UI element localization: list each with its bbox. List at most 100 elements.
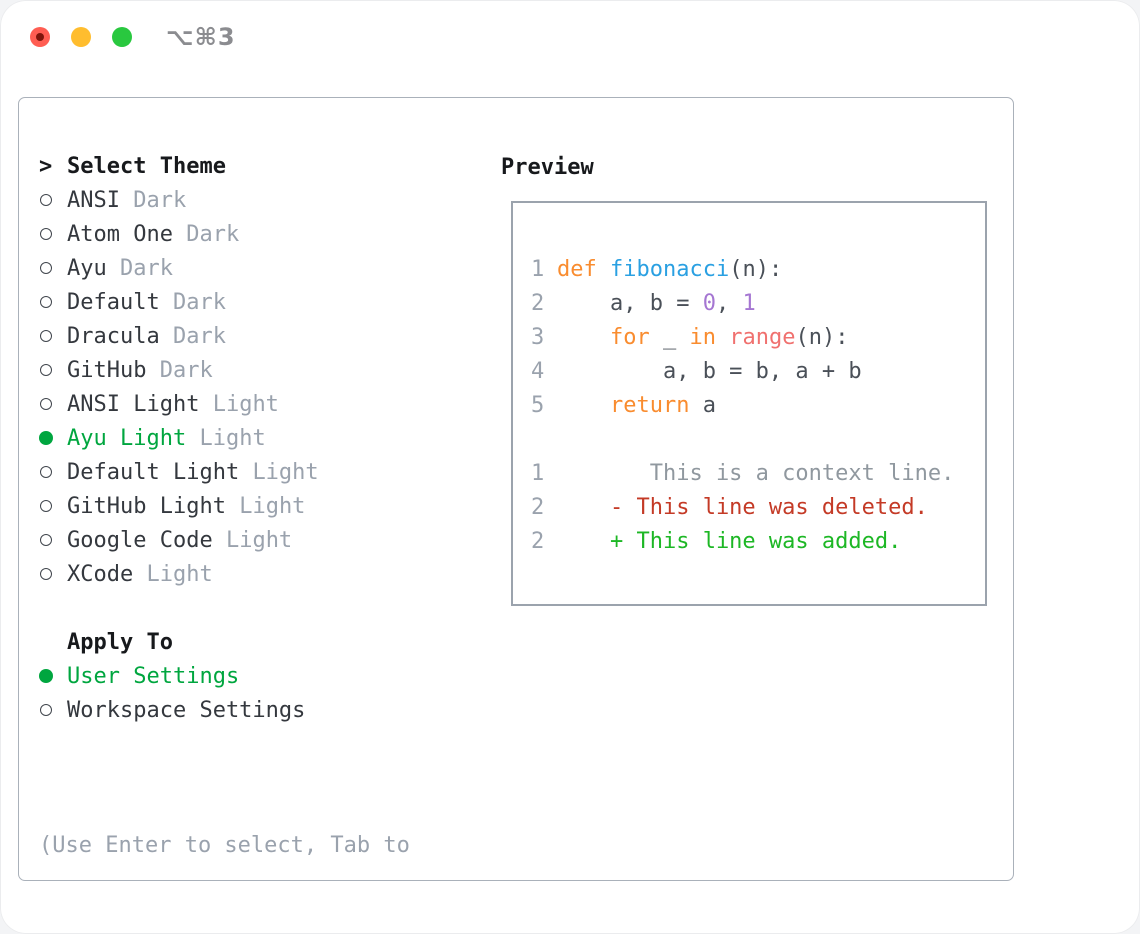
spacer [39, 591, 410, 625]
theme-name: XCode [67, 561, 134, 587]
theme-name: Default Light [67, 459, 240, 485]
theme-option-ansi-light-light[interactable]: ANSI Light Light [39, 387, 410, 421]
apply-to-title: Apply To [67, 629, 173, 655]
code-line: 2 - This line was deleted. [531, 490, 985, 524]
radio-icon [40, 262, 52, 274]
theme-name: ANSI [67, 187, 120, 213]
theme-option-label: XCode Light [67, 562, 213, 587]
code-text: a, b = 0, 1 [557, 290, 756, 316]
code-text: for _ in range(n): [609, 324, 849, 350]
theme-picker-header: > Select Theme [39, 149, 410, 183]
theme-option-label: Google Code Light [67, 528, 292, 553]
theme-name: Atom One [67, 221, 173, 247]
theme-option-default-light-light[interactable]: Default Light Light [39, 455, 410, 489]
radio-icon [40, 364, 52, 376]
radio-selected-icon [39, 669, 53, 683]
theme-variant: Dark [159, 357, 213, 383]
apply-option-workspace-settings[interactable]: Workspace Settings [39, 693, 410, 727]
code-line: 5 return a [531, 388, 985, 422]
code-line: 4 a, b = b, a + b [531, 354, 985, 388]
keyboard-hint-line1: (Use Enter to select, Tab to [39, 833, 410, 858]
theme-option-label: Default Light Light [67, 460, 319, 485]
theme-name: GitHub [67, 357, 147, 383]
theme-option-label: ANSI Dark [67, 188, 186, 213]
theme-option-ayu-light-light[interactable]: Ayu Light Light [39, 421, 410, 455]
code-text: return a [609, 392, 716, 418]
theme-option-label: Ayu Light Light [67, 426, 266, 451]
apply-option-label: Workspace Settings [67, 697, 306, 723]
close-button[interactable] [30, 27, 50, 47]
theme-option-ansi-dark[interactable]: ANSI Dark [39, 183, 410, 217]
theme-variant: Dark [120, 255, 173, 281]
window-controls [30, 27, 132, 47]
theme-option-label: Default Dark [67, 290, 226, 315]
prompt-caret: > [39, 153, 53, 179]
theme-variant: Light [252, 459, 319, 485]
code-text: def fibonacci(n): [557, 256, 783, 282]
theme-variant: Light [146, 561, 213, 587]
line-number: 1 [531, 460, 545, 486]
theme-option-ayu-dark[interactable]: Ayu Dark [39, 251, 410, 285]
code-line: 3 for _ in range(n): [531, 320, 985, 354]
theme-name: Ayu [67, 255, 107, 281]
code-line: 2 a, b = 0, 1 [531, 286, 985, 320]
theme-option-github-light-light[interactable]: GitHub Light Light [39, 489, 410, 523]
theme-option-default-dark[interactable]: Default Dark [39, 285, 410, 319]
theme-option-google-code-light[interactable]: Google Code Light [39, 523, 410, 557]
theme-option-label: GitHub Light Light [67, 494, 305, 519]
line-number: 1 [531, 256, 545, 282]
theme-variant: Dark [172, 289, 226, 315]
line-number: 3 [531, 324, 545, 350]
theme-option-xcode-light[interactable]: XCode Light [39, 557, 410, 591]
theme-name: Dracula [67, 323, 160, 349]
theme-option-label: Dracula Dark [67, 324, 226, 349]
radio-icon [40, 466, 52, 478]
theme-option-github-dark[interactable]: GitHub Dark [39, 353, 410, 387]
theme-variant: Light [239, 493, 306, 519]
code-line: 2 + This line was added. [531, 524, 985, 558]
radio-icon [40, 568, 52, 580]
line-number: 2 [531, 290, 545, 316]
radio-icon [40, 500, 52, 512]
zoom-button[interactable] [112, 27, 132, 47]
theme-name: GitHub Light [67, 493, 226, 519]
radio-icon [40, 398, 52, 410]
keyboard-hint: (Use Enter to select, Tab to change focu… [39, 761, 410, 934]
apply-option-user-settings[interactable]: User Settings [39, 659, 410, 693]
theme-name: Ayu Light [67, 425, 187, 451]
theme-variant: Dark [133, 187, 187, 213]
preview-title: Preview [501, 154, 594, 180]
theme-variant: Dark [172, 323, 226, 349]
minimize-button[interactable] [71, 27, 91, 47]
code-text: - This line was deleted. [557, 494, 928, 520]
radio-icon [40, 534, 52, 546]
theme-name: ANSI Light [67, 391, 200, 417]
code-line: 1 def fibonacci(n): [531, 252, 985, 286]
code-line [531, 422, 985, 456]
theme-option-dracula-dark[interactable]: Dracula Dark [39, 319, 410, 353]
theme-option-label: GitHub Dark [67, 358, 213, 383]
code-text: + This line was added. [557, 528, 902, 554]
theme-variant: Dark [186, 221, 240, 247]
theme-variant: Light [212, 391, 279, 417]
spacer [39, 727, 410, 761]
theme-name: Google Code [67, 527, 213, 553]
radio-icon [40, 194, 52, 206]
theme-picker-title: Select Theme [67, 153, 226, 179]
radio-selected-icon [39, 431, 53, 445]
theme-option-label: ANSI Light Light [67, 392, 279, 417]
theme-option-atom-one-dark[interactable]: Atom One Dark [39, 217, 410, 251]
line-number: 2 [531, 528, 545, 554]
radio-icon [40, 704, 52, 716]
line-number: 5 [531, 392, 545, 418]
apply-option-label: User Settings [67, 663, 240, 689]
theme-option-label: Atom One Dark [67, 222, 239, 247]
line-number: 4 [531, 358, 545, 384]
apply-to-header: Apply To [39, 625, 410, 659]
theme-option-label: Ayu Dark [67, 256, 173, 281]
